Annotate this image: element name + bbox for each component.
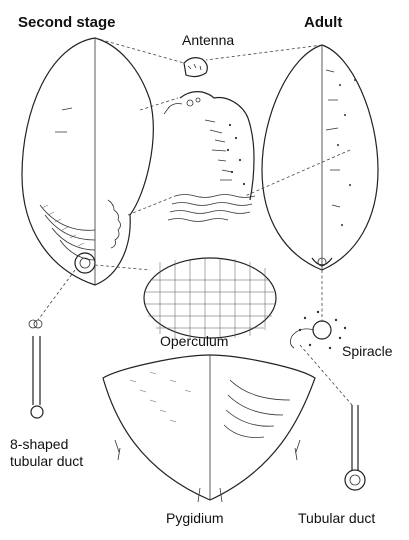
second-stage-body [21, 37, 154, 286]
label-eight-shaped-tubular-duct: 8-shaped tubular duct [10, 436, 84, 469]
adult-body [261, 44, 379, 271]
eight-shaped-duct-drawing [28, 319, 44, 419]
label-pygidium: Pygidium [166, 510, 224, 526]
leader-lines [37, 37, 353, 406]
operculum-drawing [143, 257, 277, 339]
spiracle-drawing [290, 310, 347, 350]
margin-detail [163, 91, 255, 201]
label-operculum: Operculum [160, 333, 229, 349]
label-spiracle: Spiracle [342, 343, 393, 359]
tubular-duct-drawing [344, 405, 366, 491]
label-second-stage: Second stage [18, 14, 116, 31]
label-tubular-duct: Tubular duct [298, 510, 376, 526]
label-adult: Adult [304, 14, 343, 31]
antenna-detail [183, 57, 208, 78]
pygidium-drawing [102, 354, 316, 503]
striation-detail [167, 194, 256, 222]
label-antenna: Antenna [182, 32, 235, 48]
